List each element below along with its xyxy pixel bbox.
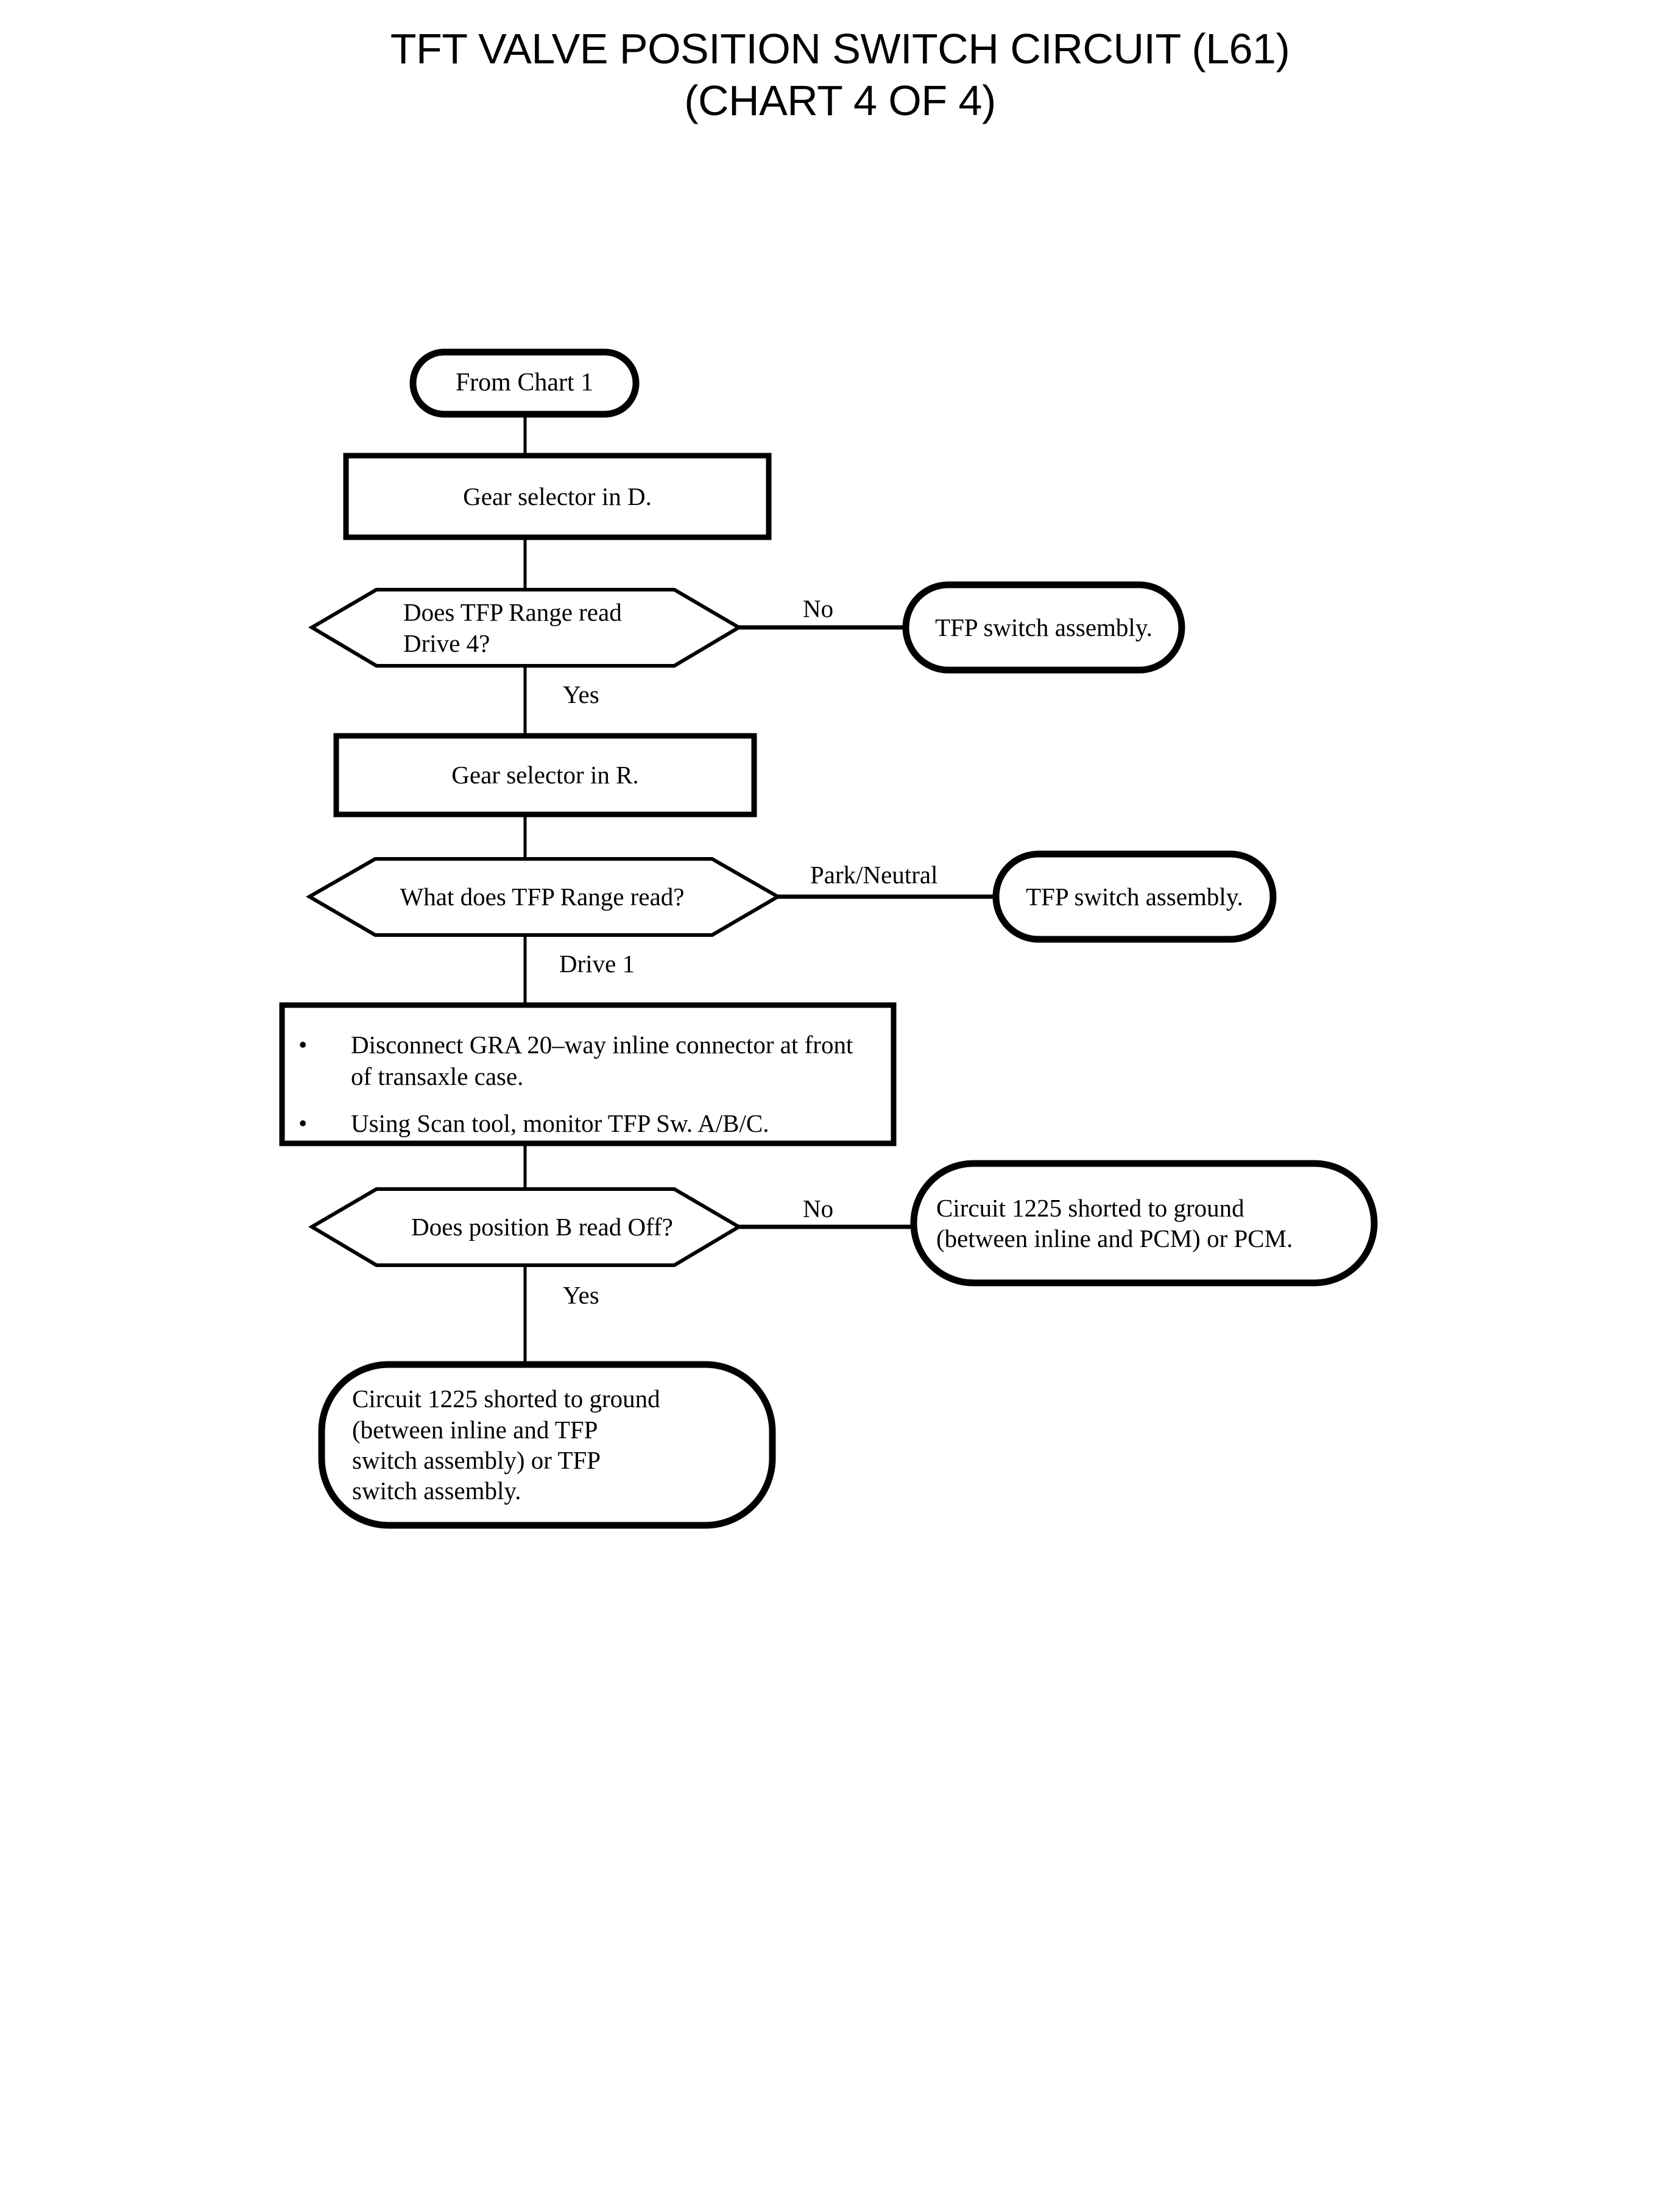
result-short-pcm-label: Circuit 1225 shorted to ground (between …: [936, 1193, 1293, 1252]
decision-position-b-label: Does position B read Off?: [411, 1213, 673, 1241]
bullet-item-text: Disconnect GRA 20–way inline connector a…: [351, 1031, 853, 1090]
shape-result-short-tfp: [318, 1361, 776, 1529]
title-line-2: (CHART 4 OF 4): [684, 77, 996, 125]
shape-gear-d-process: [343, 453, 772, 540]
disconnect-bullet-list: • Disconnect GRA 20–way inline connector…: [298, 1029, 877, 1140]
edge-label-position-b-no: No: [803, 1195, 834, 1223]
decision-drive4-label: Does TFP Range read Drive 4?: [403, 598, 622, 657]
start-label: From Chart 1: [455, 369, 594, 397]
edge-label-position-b-yes: Yes: [563, 1281, 599, 1309]
edge-label-drive4-no: No: [803, 595, 834, 623]
shape-result-tfp-switch-1: [902, 581, 1185, 674]
title-line-1: TFT VALVE POSITION SWITCH CIRCUIT (L61): [390, 25, 1290, 72]
edge-label-range-park-neutral: Park/Neutral: [810, 861, 938, 889]
page-title: TFT VALVE POSITION SWITCH CIRCUIT (L61) …: [0, 23, 1680, 127]
shape-disconnect-process: [279, 1002, 897, 1146]
shape-start-terminator: [409, 348, 640, 418]
bullet-point-icon: •: [298, 1031, 308, 1059]
shape-result-short-pcm: [910, 1160, 1378, 1287]
shape-result-tfp-switch-2: [992, 850, 1277, 943]
shape-decision-drive4: [308, 588, 743, 668]
edge-label-drive4-yes: Yes: [563, 680, 599, 708]
result-short-tfp-label: Circuit 1225 shorted to ground (between …: [352, 1385, 660, 1505]
gear-d-label: Gear selector in D.: [463, 482, 652, 510]
shape-decision-range-read: [306, 857, 782, 937]
result-tfp-switch-2-label: TFP switch assembly.: [1026, 882, 1243, 911]
shape-gear-r-process: [333, 733, 757, 817]
bullet-item-text: Using Scan tool, monitor TFP Sw. A/B/C.: [351, 1109, 769, 1138]
gear-r-label: Gear selector in R.: [451, 761, 639, 789]
decision-range-read-label: What does TFP Range read?: [400, 883, 685, 911]
edge-label-range-drive1: Drive 1: [559, 950, 635, 978]
bullet-item: • Disconnect GRA 20–way inline connector…: [298, 1029, 877, 1092]
branch-connector-group: [739, 625, 996, 1229]
shape-decision-position-b: [308, 1187, 743, 1267]
bullet-point-icon: •: [298, 1109, 308, 1138]
result-tfp-switch-1-label: TFP switch assembly.: [935, 613, 1152, 641]
bullet-item: • Using Scan tool, monitor TFP Sw. A/B/C…: [298, 1108, 877, 1140]
